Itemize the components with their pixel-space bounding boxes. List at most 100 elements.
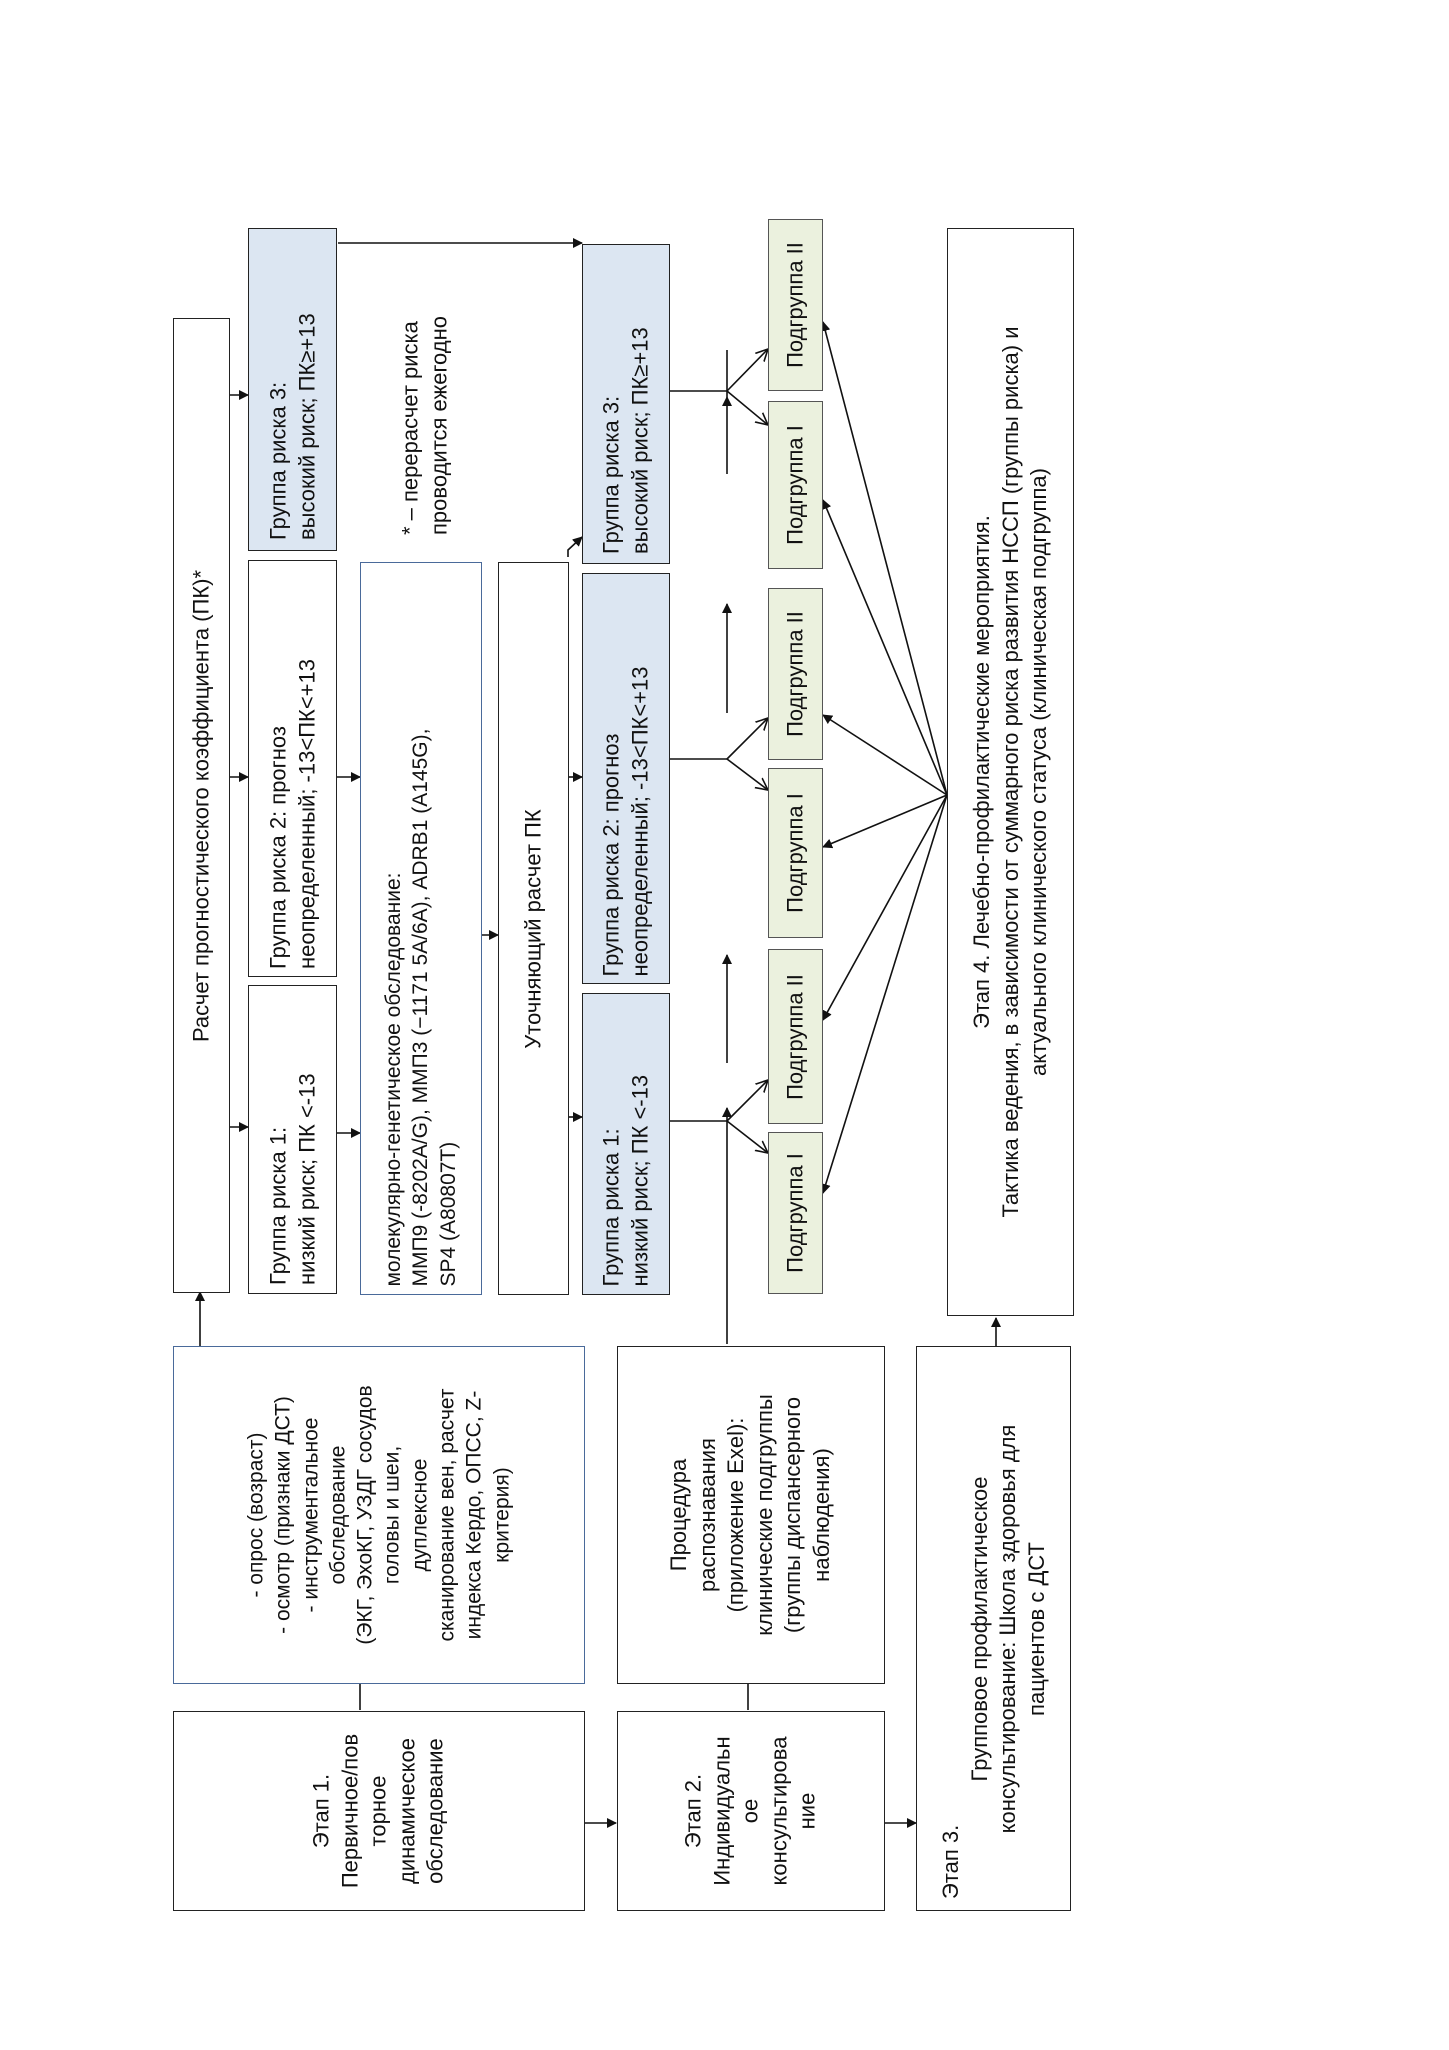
recognition-box: Процедура распознавания (приложение Exel… [617,1346,885,1684]
exam-line: сканирование вен, расчет [435,1388,459,1642]
exam-line: индекса Кердо, ОПСС, Z- [462,1390,486,1640]
subgroup-label: Подгруппа II [782,973,808,1100]
stage4-text: Этап 4. Лечебно-профилактические меропри… [968,237,1054,1307]
recognition-line: Процедура [666,1458,692,1572]
group-top-2-text: Группа риска 2: прогноз неопределенный; … [264,569,321,969]
exam-box: - опрос (возраст) - осмотр (признаки ДСТ… [173,1346,585,1684]
stage4-line: актуального клинического статуса (клинич… [1025,468,1051,1076]
fan-sub-4 [822,714,948,796]
group-line: Группа риска 3: [264,381,290,540]
group-line: Группа риска 1: [598,1128,624,1287]
group-refined-3: Группа риска 3: высокий риск; ПК≥+13 [582,244,670,564]
calc-line: Расчет прогностического коэффициента (ПК… [188,569,214,1042]
stage2-line: консультирова [766,1736,792,1886]
stage4-line: Этап 4. Лечебно-профилактические меропри… [968,515,994,1029]
group-line: Группа риска 2: прогноз [598,733,624,976]
fork-group2-sub1 [726,758,768,790]
exam-line: головы и шеи, [381,1445,404,1585]
stage2-box: Этап 2. Индивидуальн ое консультирова ни… [617,1711,885,1911]
subgroup-text: Подгруппа II [781,595,810,753]
stage3-line: Этап 3. [937,1824,963,1899]
stage3-line: пациентов с ДСТ [1023,1541,1049,1716]
exam-line: (ЭКГ, ЭхоКГ, УЗДГ сосудов [353,1385,377,1645]
subgroup-text: Подгруппа I [781,776,810,931]
stage1-line: обследование [422,1738,448,1884]
subgroup-text: Подгруппа I [781,1138,810,1288]
stage2-line: ние [794,1792,820,1830]
stage4-box: Этап 4. Лечебно-профилактические меропри… [947,228,1074,1316]
molecular-line: молекулярно-генетическое обследование: [382,872,406,1286]
fan-sub-2 [822,794,948,1021]
recognition-line: (группы диспансерного [780,1396,806,1634]
note-line: * – перерасчет риска [397,321,423,535]
subgroup-1-2: Подгруппа II [768,949,823,1124]
stage3-text: Этап 3. Групповое профилактическое консу… [936,1359,1050,1899]
recalc-note-text: * – перерасчет риска проводится ежегодно [396,245,453,535]
refine-text: Уточняющий расчет ПК [519,579,548,1279]
stage3-line: Групповое профилактическое [965,1476,991,1781]
stage3-line: консультирование: Школа здоровья для [994,1424,1020,1833]
stage2-text: Этап 2. Индивидуальн ое консультирова ни… [680,1716,823,1906]
fan-sub-3 [822,794,948,849]
group-line: неопределенный; -13<ПК<+13 [627,666,652,976]
molecular-line: ММП9 (-8202A/G), ММП3 (−1171 5A/6A), ADR… [409,728,433,1286]
group-line: неопределенный; -13<ПК<+13 [293,658,319,969]
stage2-line: Этап 2. [680,1773,706,1849]
recognition-line: (приложение Exel): [723,1417,749,1613]
molecular-text: молекулярно-генетическое обследование: М… [380,571,462,1286]
stage1-line: торное [365,1775,391,1847]
group-top-1-text: Группа риска 1: низкий риск; ПК <-13 [264,995,321,1285]
arrow-refine-group3 [567,536,583,557]
subgroup-label: Подгруппа I [782,1153,808,1273]
subgroup-label: Подгруппа I [782,425,808,545]
fork-group3-sub2 [726,349,768,392]
calc-text: Расчет прогностического коэффициента (ПК… [187,326,216,1286]
stage2-line: ое [737,1798,763,1824]
group-line: Группа риска 2: прогноз [264,725,290,969]
subgroup-text: Подгруппа II [781,957,810,1117]
group-refined-2-text: Группа риска 2: прогноз неопределенный; … [597,581,654,976]
subgroup-3-2: Подгруппа II [768,219,823,391]
fan-sub-1 [820,794,948,1194]
subgroup-1-1: Подгруппа I [768,1132,823,1294]
molecular-line: SP4 (A80807T) [436,1141,460,1286]
subgroup-2-1: Подгруппа I [768,768,823,938]
exam-line: критерия) [490,1467,514,1563]
subgroup-label: Подгруппа II [782,611,808,737]
group-refined-2: Группа риска 2: прогноз неопределенный; … [582,573,670,984]
recognition-line: клинические подгруппы [752,1394,777,1636]
exam-line: - опрос (возраст) [244,1432,268,1598]
group-top-2: Группа риска 2: прогноз неопределенный; … [248,560,337,977]
fork-group3-sub1 [726,390,768,425]
refine-box: Уточняющий расчет ПК [498,562,569,1295]
group-refined-1-text: Группа риска 1: низкий риск; ПК <-13 [597,1002,654,1287]
exam-text: - опрос (возраст) - осмотр (признаки ДСТ… [243,1350,516,1680]
recognition-line: распознавания [694,1438,720,1592]
stage4-line: Тактика ведения, в зависимости от суммар… [997,326,1023,1218]
subgroup-3-1: Подгруппа I [768,401,823,569]
subgroup-text: Подгруппа I [781,408,810,563]
fork-group1-sub2 [726,1080,768,1122]
group-top-1: Группа риска 1: низкий риск; ПК <-13 [248,985,337,1294]
exam-line: обследование [326,1445,350,1585]
stage1-text: Этап 1. Первичное/пов торное динамическо… [308,1716,451,1906]
group-refined-3-text: Группа риска 3: высокий риск; ПК≥+13 [597,254,654,554]
fan-sub-6 [820,321,948,796]
group-line: низкий риск; ПК <-13 [627,1074,652,1287]
molecular-box: молекулярно-генетическое обследование: М… [360,562,482,1295]
stage3-box: Этап 3. Групповое профилактическое консу… [916,1346,1071,1911]
stage2-line: Индивидуальн [709,1736,735,1886]
group-line: низкий риск; ПК <-13 [293,1072,319,1285]
stage1-line: динамическое [394,1738,420,1884]
stage1-line: Первичное/пов [337,1733,363,1889]
exam-line: - инструментальное [299,1417,323,1613]
recognition-text: Процедура распознавания (приложение Exel… [665,1355,837,1675]
subgroup-2-2: Подгруппа II [768,588,823,760]
note-line: проводится ежегодно [426,315,451,535]
refine-line: Уточняющий расчет ПК [520,808,546,1049]
stage1-box: Этап 1. Первичное/пов торное динамическо… [173,1711,585,1911]
group-line: высокий риск; ПК≥+13 [627,327,652,554]
exam-line: дуплексное [408,1458,432,1572]
